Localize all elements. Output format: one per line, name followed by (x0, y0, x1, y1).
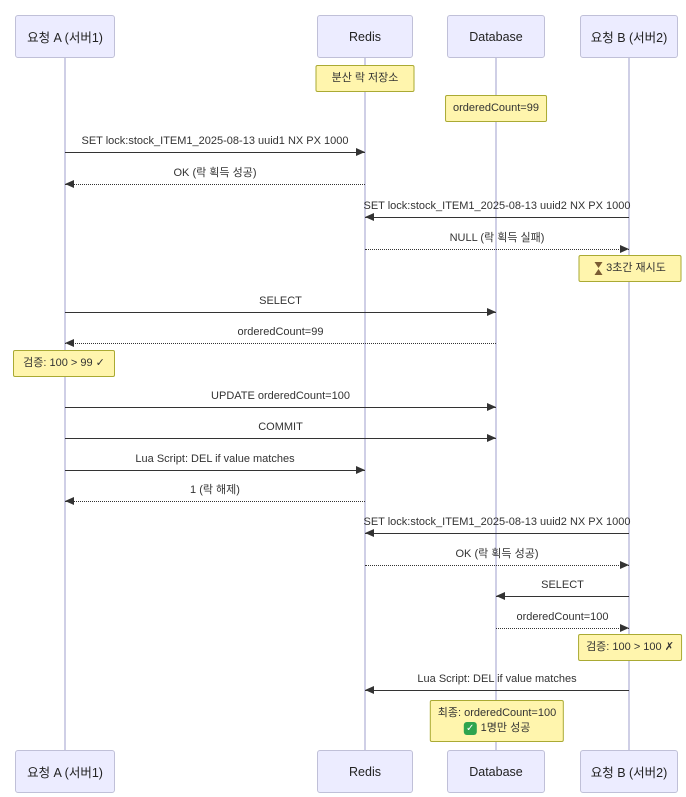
participant-bottom-db: Database (447, 750, 545, 793)
participant-top-db: Database (447, 15, 545, 58)
message-line (65, 501, 365, 502)
message-arrowhead-icon (365, 213, 374, 221)
message-arrowhead-icon (620, 561, 629, 569)
message-label: SELECT (541, 579, 584, 591)
message-arrowhead-icon (620, 245, 629, 253)
note-text: orderedCount=99 (453, 102, 539, 114)
note-line: 최종: orderedCount=100 (438, 706, 556, 721)
note-final: 최종: orderedCount=100 ✓1명만 성공 (429, 700, 565, 742)
message-line (65, 184, 365, 185)
green-check-icon: ✓ (463, 722, 477, 735)
message-line (365, 690, 629, 691)
note-text: 분산 락 저장소 (331, 72, 399, 84)
message-label: OK (락 획득 성공) (173, 167, 257, 179)
note-line: 분산 락 저장소 (332, 71, 399, 86)
message-arrowhead-icon (65, 339, 74, 347)
participant-top-redis: Redis (317, 15, 413, 58)
message-line (65, 470, 365, 471)
message-arrowhead-icon (620, 624, 629, 632)
participant-label: Redis (349, 29, 381, 44)
message-label: 1 (락 해제) (190, 484, 240, 496)
message-arrowhead-icon (487, 403, 496, 411)
message-label: SET lock:stock_ITEM1_2025-08-13 uuid1 NX… (81, 135, 349, 147)
message-label: Lua Script: DEL if value matches (417, 673, 577, 685)
note-verify-b: 검증: 100 > 100 ✗ (578, 634, 682, 661)
message-line (365, 217, 629, 218)
message-label: OK (락 획득 성공) (455, 548, 539, 560)
message-arrowhead-icon (487, 308, 496, 316)
note-text: 검증: 100 > 100 ✗ (586, 641, 674, 653)
note-line: ✓1명만 성공 (463, 721, 531, 736)
message-line (365, 249, 629, 250)
lifeline-b (628, 58, 630, 750)
participant-top-b: 요청 B (서버2) (580, 15, 678, 58)
note-line: orderedCount=99 (453, 101, 539, 116)
note-text: 1명만 성공 (480, 722, 531, 734)
note-db-initial: orderedCount=99 (445, 95, 547, 122)
message-label: Lua Script: DEL if value matches (135, 453, 295, 465)
participant-label: 요청 B (서버2) (590, 31, 668, 45)
note-text: 3초간 재시도 (606, 262, 666, 274)
message-line (65, 152, 365, 153)
lifeline-db (495, 58, 497, 750)
message-arrowhead-icon (356, 148, 365, 156)
note-redis-role: 분산 락 저장소 (315, 65, 415, 92)
message-line (496, 596, 629, 597)
note-line: 검증: 100 > 100 ✗ (586, 640, 674, 655)
note-line: 검증: 100 > 99 ✓ (23, 356, 105, 371)
participant-label: Database (469, 764, 523, 779)
message-arrowhead-icon (65, 180, 74, 188)
message-label: SELECT (259, 295, 302, 307)
message-line (65, 438, 496, 439)
note-text: 검증: 100 > 99 ✓ (23, 357, 105, 369)
message-line (496, 628, 629, 629)
message-line (65, 312, 496, 313)
message-label: SET lock:stock_ITEM1_2025-08-13 uuid2 NX… (363, 200, 631, 212)
participant-bottom-b: 요청 B (서버2) (580, 750, 678, 793)
lifeline-a (64, 58, 66, 750)
message-arrowhead-icon (487, 434, 496, 442)
participant-label: Database (469, 29, 523, 44)
message-arrowhead-icon (365, 529, 374, 537)
note-text: 최종: orderedCount=100 (437, 707, 557, 719)
participant-top-a: 요청 A (서버1) (15, 15, 115, 58)
lifeline-redis (364, 58, 366, 750)
message-line (65, 407, 496, 408)
hourglass-icon (594, 262, 603, 275)
message-line (365, 533, 629, 534)
note-retry: 3초간 재시도 (578, 255, 682, 282)
message-label: orderedCount=100 (516, 611, 609, 623)
message-label: orderedCount=99 (237, 326, 324, 338)
note-line: 3초간 재시도 (594, 261, 666, 276)
note-verify-a: 검증: 100 > 99 ✓ (13, 350, 115, 377)
participant-bottom-a: 요청 A (서버1) (15, 750, 115, 793)
message-label: UPDATE orderedCount=100 (211, 390, 350, 402)
message-arrowhead-icon (365, 686, 374, 694)
message-label: SET lock:stock_ITEM1_2025-08-13 uuid2 NX… (363, 516, 631, 528)
participant-label: 요청 A (서버1) (27, 766, 103, 780)
message-arrowhead-icon (356, 466, 365, 474)
participant-bottom-redis: Redis (317, 750, 413, 793)
message-label: COMMIT (258, 421, 303, 433)
message-arrowhead-icon (496, 592, 505, 600)
message-line (365, 565, 629, 566)
participant-label: 요청 A (서버1) (27, 31, 103, 45)
message-label: NULL (락 획득 실패) (449, 232, 545, 244)
message-line (65, 343, 496, 344)
message-arrowhead-icon (65, 497, 74, 505)
participant-label: Redis (349, 764, 381, 779)
participant-label: 요청 B (서버2) (590, 766, 668, 780)
